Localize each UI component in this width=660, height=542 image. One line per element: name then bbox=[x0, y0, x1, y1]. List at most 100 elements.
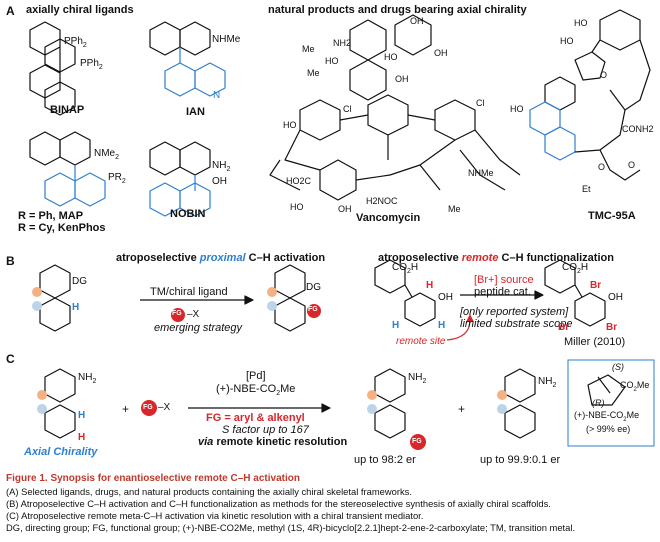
remote-title: atroposelective remote C–H functionaliza… bbox=[378, 252, 614, 264]
br-source: [Br+] source bbox=[474, 274, 534, 286]
nbe-label: (+)-NBE-CO2Me bbox=[216, 383, 296, 398]
ian-nhme: NHMe bbox=[212, 34, 241, 45]
miller-co2h-left: CO2H bbox=[392, 262, 419, 275]
caption-title: Figure 1. Synopsis for enantioselective … bbox=[6, 473, 300, 484]
binap-structure bbox=[29, 21, 76, 116]
map-r2: R = Cy, KenPhos bbox=[18, 222, 106, 234]
nobin-structure bbox=[149, 141, 211, 217]
p1-fg-circle: FG bbox=[412, 438, 422, 445]
c-fg-x: –X bbox=[158, 402, 171, 413]
vanco-label: Me bbox=[302, 44, 315, 54]
proximal-title-em: proximal bbox=[199, 252, 246, 264]
vanco-label: NH2 bbox=[333, 38, 352, 48]
remote-title-b: C–H functionalization bbox=[498, 252, 614, 264]
vanco-label: Cl bbox=[476, 98, 485, 108]
natural-products-title: natural products and drugs bearing axial… bbox=[268, 4, 527, 16]
map-r1: R = Ph, MAP bbox=[18, 210, 84, 222]
vanco-label: HO bbox=[325, 56, 339, 66]
nobin-name: NOBIN bbox=[170, 208, 206, 220]
plus-2: + bbox=[458, 402, 466, 416]
limited-scope: limited substrate scope bbox=[460, 318, 573, 330]
nobin-oh: OH bbox=[212, 176, 227, 187]
er-2: up to 99.9:0.1 er bbox=[480, 454, 561, 466]
ian-n: N bbox=[213, 90, 221, 101]
vanco-label: OH bbox=[395, 74, 409, 84]
axial-chirality: Axial Chirality bbox=[24, 446, 98, 458]
nobin-nh2: NH2 bbox=[212, 160, 231, 173]
miller-ref: Miller (2010) bbox=[564, 336, 626, 348]
proximal-title: atroposelective proximal C–H activation bbox=[116, 252, 325, 264]
c-nh2-sub: NH2 bbox=[78, 372, 97, 385]
miller-oh-left: OH bbox=[438, 292, 453, 303]
nbe-s: (S) bbox=[612, 362, 624, 372]
vanco-label: HO bbox=[283, 120, 297, 130]
proximal-title-a: atroposelective bbox=[116, 252, 200, 264]
remote-title-em: remote bbox=[461, 252, 499, 264]
vanco-label: OH bbox=[410, 16, 424, 26]
tmc-label: CONH2 bbox=[622, 124, 654, 134]
s-factor: S factor up to 167 bbox=[222, 424, 309, 436]
tmc-label: O bbox=[628, 160, 636, 170]
panel-b-letter: B bbox=[6, 254, 15, 268]
vanco-label: HO bbox=[290, 202, 304, 212]
caption-line-d: DG, directing group; FG, functional grou… bbox=[6, 522, 576, 533]
nbe-box-name: (+)-NBE-CO2Me bbox=[574, 410, 640, 423]
binap-pph2-2: PPh2 bbox=[80, 58, 103, 71]
tmc-label: O bbox=[598, 162, 606, 172]
ian-structure bbox=[149, 21, 226, 97]
fg-definition: FG = aryl & alkenyl bbox=[206, 412, 305, 424]
proximal-title-b: C–H activation bbox=[245, 252, 326, 264]
caption-line-c: (C) Atroposelective remote meta-C–H acti… bbox=[6, 510, 424, 521]
vanco-label: OH bbox=[434, 48, 448, 58]
fg-x-label-b: –X bbox=[187, 309, 200, 320]
ligands-title: axially chiral ligands bbox=[26, 4, 134, 16]
miller-oh-right: OH bbox=[608, 292, 623, 303]
tmc-label: HO bbox=[510, 104, 524, 114]
dg-label-right: DG bbox=[306, 282, 321, 293]
remote-site-label: remote site bbox=[396, 336, 446, 347]
plus-1: + bbox=[122, 402, 130, 416]
miller-h-3: H bbox=[438, 320, 446, 331]
dg-label-left: DG bbox=[72, 276, 87, 287]
miller-h-1: H bbox=[426, 280, 434, 291]
map-structure bbox=[29, 131, 106, 207]
tmc-label: HO bbox=[560, 36, 574, 46]
er-1: up to 98:2 er bbox=[354, 454, 416, 466]
vanco-label: NHMe bbox=[468, 168, 494, 178]
binap-name: BINAP bbox=[50, 104, 85, 116]
tmc95a-name: TMC-95A bbox=[588, 210, 636, 222]
nbe-co2me: CO2Me bbox=[620, 380, 650, 393]
panel-a-structures bbox=[29, 9, 651, 217]
nbe-ee: (> 99% ee) bbox=[586, 424, 631, 434]
caption-line-b: (B) Atroposelective C–H activation and C… bbox=[6, 498, 551, 509]
vancomycin-name: Vancomycin bbox=[356, 212, 421, 224]
vanco-label: Me bbox=[448, 204, 461, 214]
tmc-label: Et bbox=[582, 184, 591, 194]
reagent-bottom: emerging strategy bbox=[154, 322, 243, 334]
vanco-label: Cl bbox=[343, 104, 352, 114]
caption-line-a: (A) Selected ligands, drugs, and natural… bbox=[6, 486, 412, 497]
vanco-label: HO bbox=[384, 52, 398, 62]
c-fg-circle: FG bbox=[143, 404, 153, 411]
p2-nh2: NH2 bbox=[538, 376, 557, 389]
miller-h-2: H bbox=[392, 320, 400, 331]
h-label-left: H bbox=[72, 302, 80, 313]
vanco-label: H2NOC bbox=[366, 196, 398, 206]
c-h-red: H bbox=[78, 432, 86, 443]
vancomycin-structure bbox=[269, 14, 521, 201]
miller-co2h-right: CO2H bbox=[562, 262, 589, 275]
p1-nh2: NH2 bbox=[408, 372, 427, 385]
panel-b-structures bbox=[32, 259, 606, 341]
panel-c-structures bbox=[37, 359, 655, 450]
via-rest: remote kinetic resolution bbox=[213, 436, 348, 448]
miller-br-1: Br bbox=[590, 280, 602, 291]
ian-name: IAN bbox=[186, 106, 205, 118]
fg-circle-text-b: FG bbox=[172, 310, 182, 317]
fg-circle-text-b2: FG bbox=[308, 306, 318, 313]
only-reported: [only reported system] bbox=[460, 306, 569, 318]
remote-title-a: atroposelective bbox=[378, 252, 462, 264]
panel-a-letter: A bbox=[6, 4, 15, 18]
via-remote-kr: via remote kinetic resolution bbox=[198, 436, 347, 448]
reagent-top: TM/chiral ligand bbox=[150, 286, 228, 298]
tmc-label: O bbox=[600, 70, 608, 80]
